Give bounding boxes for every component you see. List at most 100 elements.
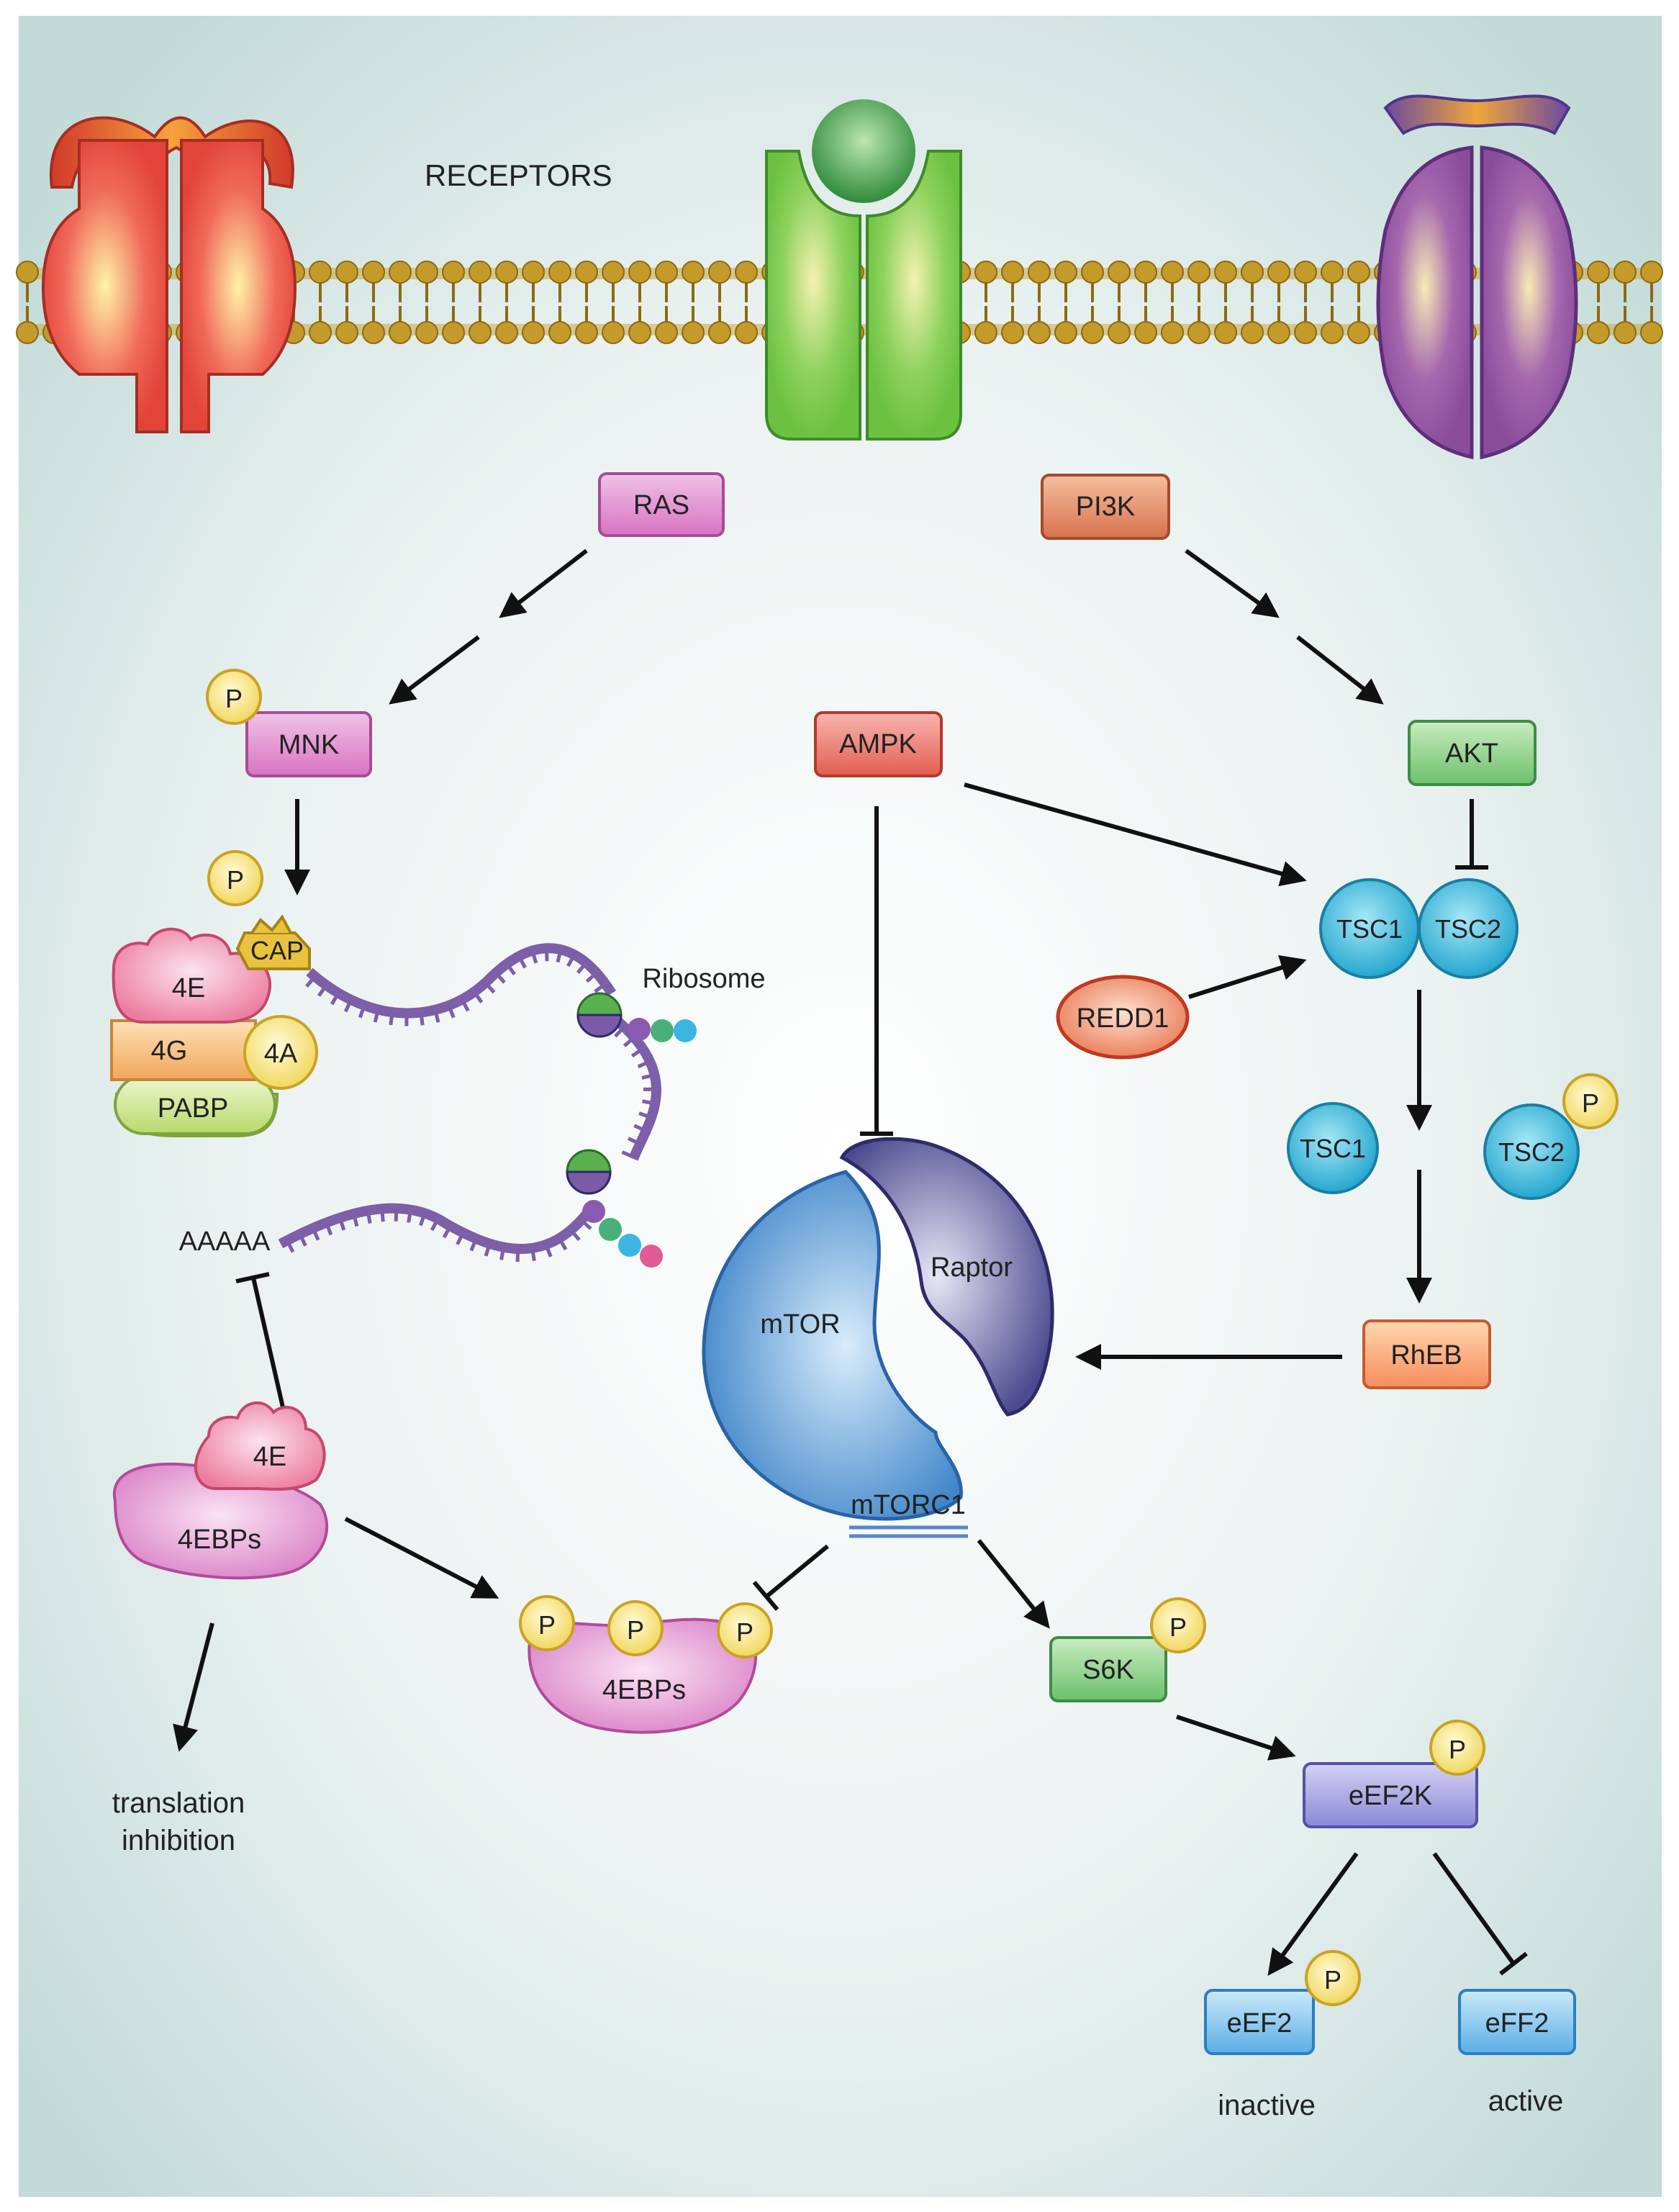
lipid-head	[1081, 321, 1104, 344]
edge-eef2k-eff2	[1432, 1852, 1516, 1965]
mrna-base	[530, 949, 538, 964]
mrna-base	[614, 1026, 626, 1038]
s6k-node: S6K P	[1049, 1597, 1206, 1702]
lipid-head	[1241, 321, 1264, 344]
ampk-label: AMPK	[839, 729, 917, 759]
lipid-head	[1587, 321, 1610, 344]
lipid-head	[1108, 261, 1131, 284]
lipid-head	[1267, 321, 1290, 344]
mrna-base	[566, 954, 576, 967]
phospho-badge	[1429, 1720, 1485, 1776]
lipid-head	[548, 261, 571, 284]
eef2k-node: eEF2K P	[1303, 1720, 1485, 1828]
lipid-head	[548, 321, 571, 344]
lipid-head	[1187, 261, 1210, 284]
mtor-shape	[702, 1170, 963, 1521]
mrna-base	[298, 1233, 307, 1247]
lipid-head	[362, 321, 385, 344]
lipid-head	[1081, 261, 1104, 284]
lipid-head	[974, 261, 997, 284]
tsc-complex: TSC1 TSC2	[1319, 878, 1519, 979]
phospho-4ebps-label: 4EBPs	[602, 1675, 686, 1705]
s6k-label: S6K	[1082, 1655, 1134, 1685]
edge-s6k-eef2k	[1176, 1715, 1296, 1761]
lipid-head	[1294, 321, 1317, 344]
lipid-head	[1640, 261, 1663, 284]
lipid-head	[442, 321, 465, 344]
tsc1-free-label: TSC1	[1300, 1134, 1366, 1163]
polya-label: AAAAA	[179, 1227, 271, 1257]
mrna-base	[317, 984, 328, 997]
lipid-head	[628, 321, 651, 344]
edge-4e-polya	[251, 1277, 285, 1408]
ribosome-upper	[576, 992, 697, 1042]
mrna-base	[557, 1237, 568, 1251]
lipid-head	[708, 261, 731, 284]
mrna-base	[407, 1209, 413, 1223]
lipid-head	[628, 261, 651, 284]
akt-node: AKT	[1408, 720, 1537, 786]
edge-4ebp-phos	[344, 1517, 499, 1599]
mrna-base	[515, 1248, 520, 1262]
lipid-head	[1214, 321, 1237, 344]
eef2-inactive-node: eEF2 P	[1204, 1950, 1361, 2055]
tsc2-complex-label: TSC2	[1435, 914, 1501, 944]
receptors-label: RECEPTORS	[425, 158, 612, 192]
pi3k-label: PI3K	[1076, 492, 1135, 522]
pabp-label: PABP	[158, 1093, 229, 1124]
phospho-badge	[717, 1602, 773, 1658]
edge-pi3k-akt-1	[1185, 549, 1280, 618]
ampk-node: AMPK	[814, 711, 943, 777]
tsc2-free: TSC2 P	[1483, 1073, 1619, 1200]
lipid-head	[415, 321, 438, 344]
lipid-head	[309, 321, 332, 344]
free-4e-label: 4E	[253, 1442, 286, 1472]
mrna-base	[419, 1212, 427, 1227]
receptor-purple	[1376, 94, 1578, 460]
mrna-base	[305, 975, 317, 988]
edge-ras-mnk-2	[389, 635, 480, 705]
mrna-base	[630, 1047, 644, 1058]
svg-text:P: P	[1324, 1965, 1341, 1995]
lipid-head	[974, 321, 997, 344]
svg-text:P: P	[1582, 1088, 1599, 1118]
edge-ampk-tsc	[964, 782, 1307, 887]
mrna-base	[556, 949, 563, 963]
lipid-head	[1294, 261, 1317, 284]
lipid-head	[1108, 321, 1131, 344]
mrna-base	[484, 1242, 492, 1257]
svg-text:P: P	[227, 865, 244, 895]
svg-text:P: P	[225, 684, 243, 713]
lipid-head	[495, 321, 518, 344]
lipid-head	[1001, 321, 1024, 344]
mnk-label: MNK	[279, 730, 339, 760]
mtor-label: mTOR	[760, 1309, 840, 1340]
mrna-base	[638, 1111, 652, 1119]
edge-ras-mnk-1	[499, 549, 588, 618]
translation-inhibition-line1: translation	[112, 1787, 245, 1819]
mtorc1-label: mTORC1	[851, 1490, 966, 1520]
lipid-head	[1267, 261, 1290, 284]
lipid-head	[1347, 261, 1370, 284]
akt-label: AKT	[1445, 739, 1498, 769]
lipid-head	[495, 261, 518, 284]
lipid-head	[1134, 321, 1157, 344]
lipid-head	[1214, 261, 1237, 284]
lipid-head	[1614, 321, 1637, 344]
eif4f-complex: PABP 4G 4A 4E CAP P	[110, 850, 318, 1137]
mrna-base	[499, 1247, 506, 1260]
mrna-base	[472, 990, 484, 1004]
mrna-base	[325, 1222, 333, 1236]
cap-label: CAP	[250, 936, 304, 965]
mrna-base	[366, 1210, 372, 1224]
active-label: active	[1488, 2085, 1564, 2117]
lipid-head	[1028, 261, 1051, 284]
lipid-head	[1640, 321, 1663, 344]
lipid-head	[362, 261, 385, 284]
mrna-base	[419, 1012, 425, 1026]
4e-4ebp-complex: 4EBPs 4E	[112, 1401, 329, 1580]
mrna-base	[544, 1244, 553, 1258]
lipid-head	[735, 321, 758, 344]
mrna-base	[380, 1209, 385, 1222]
mrna-base	[517, 955, 527, 969]
